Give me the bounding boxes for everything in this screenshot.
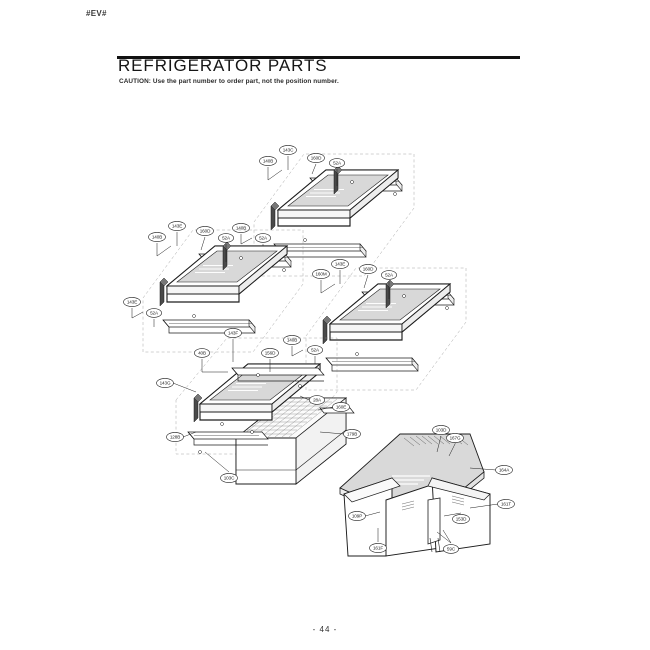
callout-group: 103D 167G 164A 161T 153D 109P 161F 59C xyxy=(348,425,515,554)
callout-bubble: 103C xyxy=(220,473,238,483)
callout-bubble: 128B xyxy=(166,432,184,442)
callout-label: 179B xyxy=(347,432,357,437)
callout-label: 52A xyxy=(259,236,268,241)
callout-bubble: 161T xyxy=(497,499,515,509)
page-number: - 44 - xyxy=(312,625,338,634)
callout-bubble: 160E xyxy=(332,402,350,412)
callout-label: 140B xyxy=(287,338,297,343)
callout-label: 164A xyxy=(499,468,510,473)
callout-label: 161F xyxy=(373,546,383,551)
callout-bubble: 59C xyxy=(443,544,459,554)
callout-bubble: 52A xyxy=(307,345,323,355)
callout-bubble: 160D xyxy=(196,226,214,236)
callout-bubble: 143E xyxy=(123,297,141,307)
title-rule xyxy=(117,56,520,59)
upper-shelf-assembly-top: 143C 140B 160D 52A 140B 52A xyxy=(232,145,415,277)
callout-label: 143E xyxy=(127,300,137,305)
callout-label: 103C xyxy=(224,476,235,481)
callout-bubble: 143G xyxy=(156,378,174,388)
callout-bubble: 28A xyxy=(309,395,325,405)
leader-lines xyxy=(364,435,499,544)
callout-bubble: 52A xyxy=(218,233,234,243)
callout-label: 59C xyxy=(447,547,456,552)
callout-label: 52A xyxy=(150,311,159,316)
callout-group: 143E 140B 160D 52A 143E 52A xyxy=(123,221,234,318)
leader-lines xyxy=(291,270,390,364)
leader-lines xyxy=(131,232,227,327)
upper-shelf-assembly-left: 143E 140B 160D 52A 143E 52A xyxy=(123,221,304,353)
callout-bubble: 143C xyxy=(279,145,297,155)
callout-group: 143E 160M 160D 52A 140B 52A xyxy=(283,259,397,355)
callout-label: 160E xyxy=(336,405,346,410)
callout-label: 140B xyxy=(152,235,162,240)
callout-label: 52A xyxy=(385,273,394,278)
callout-label: 143E xyxy=(172,224,182,229)
leader-lines xyxy=(172,339,345,473)
callout-bubble: 143E xyxy=(331,259,349,269)
callout-bubble: 160D xyxy=(359,264,377,274)
callout-label: 52A xyxy=(333,161,342,166)
callout-bubble: 52A xyxy=(146,308,162,318)
callout-label: 128B xyxy=(170,435,180,440)
callout-bubble: 164A xyxy=(495,465,513,475)
callout-label: 40B xyxy=(198,351,206,356)
page-title: REFRIGERATOR PARTS xyxy=(118,56,328,75)
callout-bubble: 179B xyxy=(343,429,361,439)
drawer-assembly-with-basket: 143F 40B 156D 143G 28A 160E 128B 103C 17… xyxy=(156,328,361,485)
callout-bubble: 160D xyxy=(307,153,325,163)
callout-bubble: 160M xyxy=(312,269,330,279)
callout-group: 143F 40B 156D 143G 28A 160E 128B 103C 17… xyxy=(156,328,361,483)
callout-bubble: 167G xyxy=(446,433,464,443)
callout-bubble: 52A xyxy=(255,233,271,243)
callout-label: 143C xyxy=(283,148,294,153)
callout-label: 161T xyxy=(501,502,511,507)
callout-label: 103D xyxy=(436,428,447,433)
callout-label: 160D xyxy=(363,267,374,272)
callout-label: 140B xyxy=(263,159,273,164)
callout-label: 153D xyxy=(456,517,467,522)
ev-mark: #EV# xyxy=(86,9,107,18)
callout-bubble: 140B xyxy=(259,156,277,166)
callout-label: 143G xyxy=(160,381,171,386)
callout-bubble: 156D xyxy=(261,348,279,358)
callout-group: 143C 140B 160D 52A 140B 52A xyxy=(232,145,345,243)
callout-label: 160D xyxy=(200,229,211,234)
callout-bubble: 103D xyxy=(432,425,450,435)
callout-label: 156D xyxy=(265,351,276,356)
callout-label: 160M xyxy=(315,272,326,277)
callout-bubble: 140B xyxy=(232,223,250,233)
callout-label: 143F xyxy=(228,331,238,336)
callout-label: 140B xyxy=(236,226,246,231)
callout-bubble: 153D xyxy=(452,514,470,524)
callout-bubble: 143E xyxy=(168,221,186,231)
callout-bubble: 143F xyxy=(224,328,242,338)
callout-label: 52A xyxy=(222,236,231,241)
callout-label: 167G xyxy=(450,436,461,441)
callout-label: 160D xyxy=(311,156,322,161)
callout-label: 109P xyxy=(352,514,362,519)
callout-label: 143E xyxy=(335,262,345,267)
callout-label: 28A xyxy=(313,398,322,403)
caution-note: CAUTION: Use the part number to order pa… xyxy=(119,78,339,85)
callout-bubble: 40B xyxy=(194,348,210,358)
callout-bubble: 109P xyxy=(348,511,366,521)
callout-label: 52A xyxy=(311,348,320,353)
callout-bubble: 140B xyxy=(283,335,301,345)
callout-bubble: 161F xyxy=(369,543,387,553)
callout-bubble: 52A xyxy=(329,158,345,168)
crisper-drawer-unit: 103D 167G 164A 161T 153D 109P 161F 59C xyxy=(339,425,515,557)
callout-bubble: 52A xyxy=(381,270,397,280)
upper-shelf-assembly-right: 143E 160M 160D 52A 140B 52A xyxy=(283,259,467,391)
callout-bubble: 140B xyxy=(148,232,166,242)
